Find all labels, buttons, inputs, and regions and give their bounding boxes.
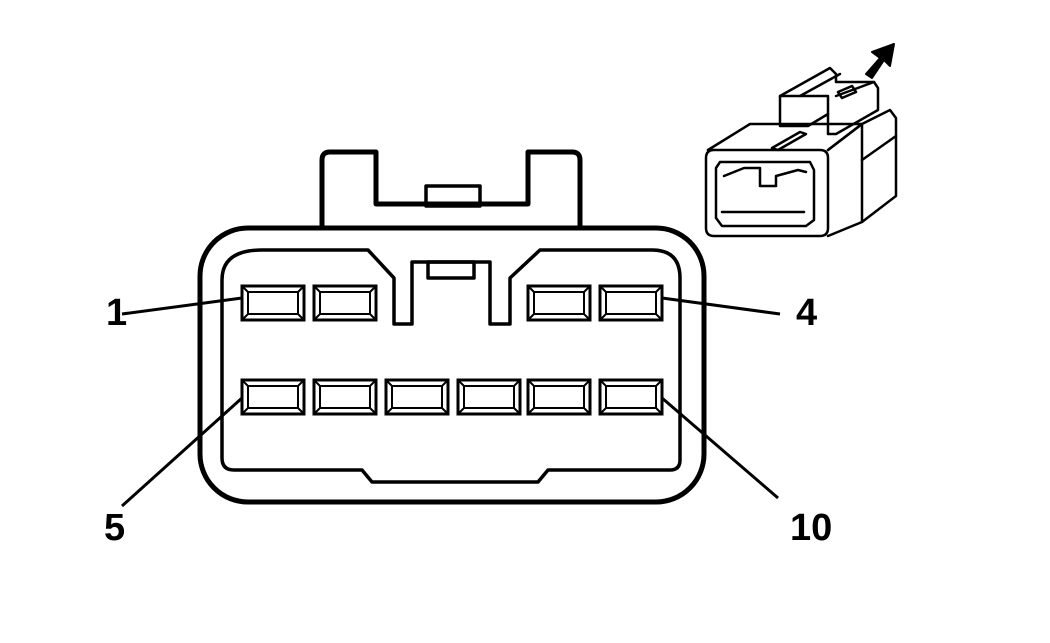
pin-row-bottom — [240, 378, 664, 416]
pin-cavity-7 — [384, 378, 450, 416]
pin-label-1: 1 — [106, 292, 127, 334]
pin-row-top — [240, 284, 664, 322]
connector-isometric-view — [704, 43, 898, 238]
lock-latch — [424, 184, 482, 208]
iso-latch-block — [778, 66, 880, 136]
pin-cavity-3 — [526, 284, 592, 322]
iso-latch-edge — [778, 94, 830, 116]
iso-latch-button — [836, 84, 858, 100]
pin-cavity-4 — [598, 284, 664, 322]
leader-line-pin-1 — [121, 296, 243, 316]
iso-front-opening — [714, 160, 816, 228]
pin-cavity-5 — [240, 378, 306, 416]
iso-top-slot — [770, 130, 808, 152]
pin-cavity-9 — [526, 378, 592, 416]
pin-cavity-6 — [312, 378, 378, 416]
pin-label-5: 5 — [104, 507, 125, 549]
pin-cavity-8 — [456, 378, 522, 416]
inner-cavity — [220, 248, 682, 484]
iso-side-step — [860, 134, 898, 162]
connector-face — [197, 149, 707, 505]
connector-housing — [197, 225, 707, 505]
iso-front-face — [704, 148, 830, 238]
pull-direction-arrow-icon — [865, 43, 895, 79]
pin-cavity-2 — [312, 284, 378, 322]
leader-line-pin-4 — [661, 296, 781, 316]
pin-label-4: 4 — [796, 292, 817, 334]
keyway-notch — [426, 260, 476, 280]
leader-line-pin-10 — [661, 396, 779, 500]
iso-opening-ridge — [722, 166, 808, 188]
leader-line-pin-5 — [120, 396, 244, 508]
pin-label-10: 10 — [790, 507, 832, 549]
locking-tab — [319, 149, 583, 241]
pin-cavity-1 — [240, 284, 306, 322]
pin-cavity-10 — [598, 378, 664, 416]
